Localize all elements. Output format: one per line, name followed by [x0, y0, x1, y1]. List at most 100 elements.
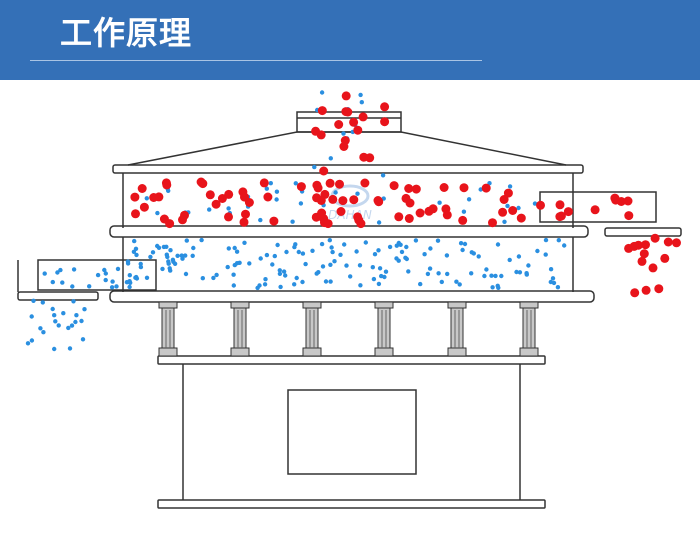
fine-particle: [444, 253, 450, 258]
coarse-particle: [428, 204, 438, 214]
fine-particle: [150, 250, 156, 255]
spring-column: [447, 301, 467, 357]
fine-particle: [179, 253, 184, 258]
fine-particle: [359, 100, 364, 105]
fine-particle: [312, 164, 317, 170]
fine-outlet: [37, 259, 157, 291]
fine-particle: [225, 264, 230, 270]
fine-particle: [255, 285, 260, 291]
fine-particle: [74, 313, 79, 318]
fine-particle: [526, 263, 531, 268]
coarse-particle: [672, 238, 681, 248]
fine-particle: [476, 254, 481, 259]
coarse-particle: [654, 284, 664, 294]
fine-particle: [418, 281, 423, 287]
coarse-particle: [359, 152, 369, 162]
coarse-particle: [196, 177, 206, 187]
fine-particle: [168, 268, 173, 273]
fine-particle: [124, 280, 130, 285]
fine-particle: [183, 253, 188, 258]
fine-particle: [277, 271, 283, 276]
fine-particle: [348, 274, 353, 279]
fine-particle: [29, 314, 34, 319]
coarse-particle: [240, 192, 249, 202]
fine-particle: [562, 243, 567, 248]
fine-particle: [281, 269, 287, 274]
coarse-particle: [459, 183, 469, 193]
fine-particle: [376, 220, 382, 225]
fine-particle: [79, 318, 84, 324]
fine-particle: [543, 237, 549, 243]
fine-particle: [109, 285, 115, 290]
fine-particle: [242, 240, 247, 245]
fine-particle: [394, 243, 399, 248]
fine-particle: [58, 267, 63, 273]
coarse-particle: [131, 209, 140, 219]
coarse-particle: [630, 288, 640, 298]
coarse-particle: [360, 178, 370, 188]
coarse-particle: [401, 193, 411, 203]
fine-particle: [516, 205, 521, 211]
coarse-particle: [590, 205, 600, 215]
svg-text:DAHAN: DAHAN: [328, 208, 372, 222]
fine-particle: [517, 270, 523, 275]
coarse-particle: [639, 249, 649, 259]
fine-particle: [471, 251, 476, 256]
coarse-particle: [508, 206, 518, 215]
coarse-particle: [641, 285, 651, 295]
fine-particle: [435, 238, 441, 243]
coarse-particle: [349, 117, 359, 127]
fine-particle: [268, 181, 273, 186]
coarse-particle: [162, 180, 172, 190]
coarse-particle: [312, 180, 322, 190]
coarse-particle: [650, 233, 660, 243]
coarse-particle: [334, 120, 344, 129]
coarse-particle: [624, 211, 634, 221]
cover-rim: [112, 164, 584, 174]
coarse-particle: [411, 184, 421, 194]
fine-particle: [502, 219, 507, 224]
coarse-particle: [629, 241, 639, 251]
coarse-particle: [439, 183, 449, 192]
fine-particle: [29, 338, 35, 343]
fine-particle: [466, 197, 472, 202]
fine-particle: [132, 238, 137, 244]
coarse-particle: [241, 209, 250, 219]
fine-particle: [469, 271, 474, 276]
fine-particle: [110, 279, 115, 284]
fine-particle: [71, 267, 77, 272]
fine-particle: [50, 279, 55, 285]
coarse-particle: [394, 212, 404, 222]
fine-particle: [190, 253, 195, 258]
fine-particle: [524, 272, 529, 277]
coarse-particles: [130, 91, 681, 298]
coarse-particle: [380, 117, 390, 127]
fine-particle: [52, 346, 57, 352]
fine-particle: [543, 252, 548, 257]
coarse-particle: [356, 219, 366, 229]
fine-particle: [234, 261, 240, 266]
coarse-particle: [503, 188, 513, 198]
fine-particle: [406, 269, 411, 274]
coarse-particle: [343, 107, 353, 117]
coarse-particle: [499, 195, 509, 204]
fine-particle: [53, 319, 58, 324]
fine-particle: [95, 272, 101, 278]
fine-particle: [371, 276, 377, 282]
coarse-particle: [442, 210, 452, 220]
coarse-particle: [404, 214, 414, 223]
fine-particle: [165, 254, 170, 260]
spring-columns: [158, 301, 539, 357]
coarse-particle: [323, 219, 333, 229]
coarse-particle: [637, 256, 647, 266]
fine-particle: [551, 280, 557, 286]
fine-particle: [300, 251, 306, 256]
fine-particle: [232, 245, 237, 251]
fine-particle: [133, 246, 139, 251]
base-top-plate: [157, 355, 546, 365]
coarse-particle: [641, 240, 650, 250]
page-title: 工作原理: [60, 14, 193, 52]
coarse-particle: [610, 193, 620, 203]
fine-particle: [319, 241, 325, 247]
